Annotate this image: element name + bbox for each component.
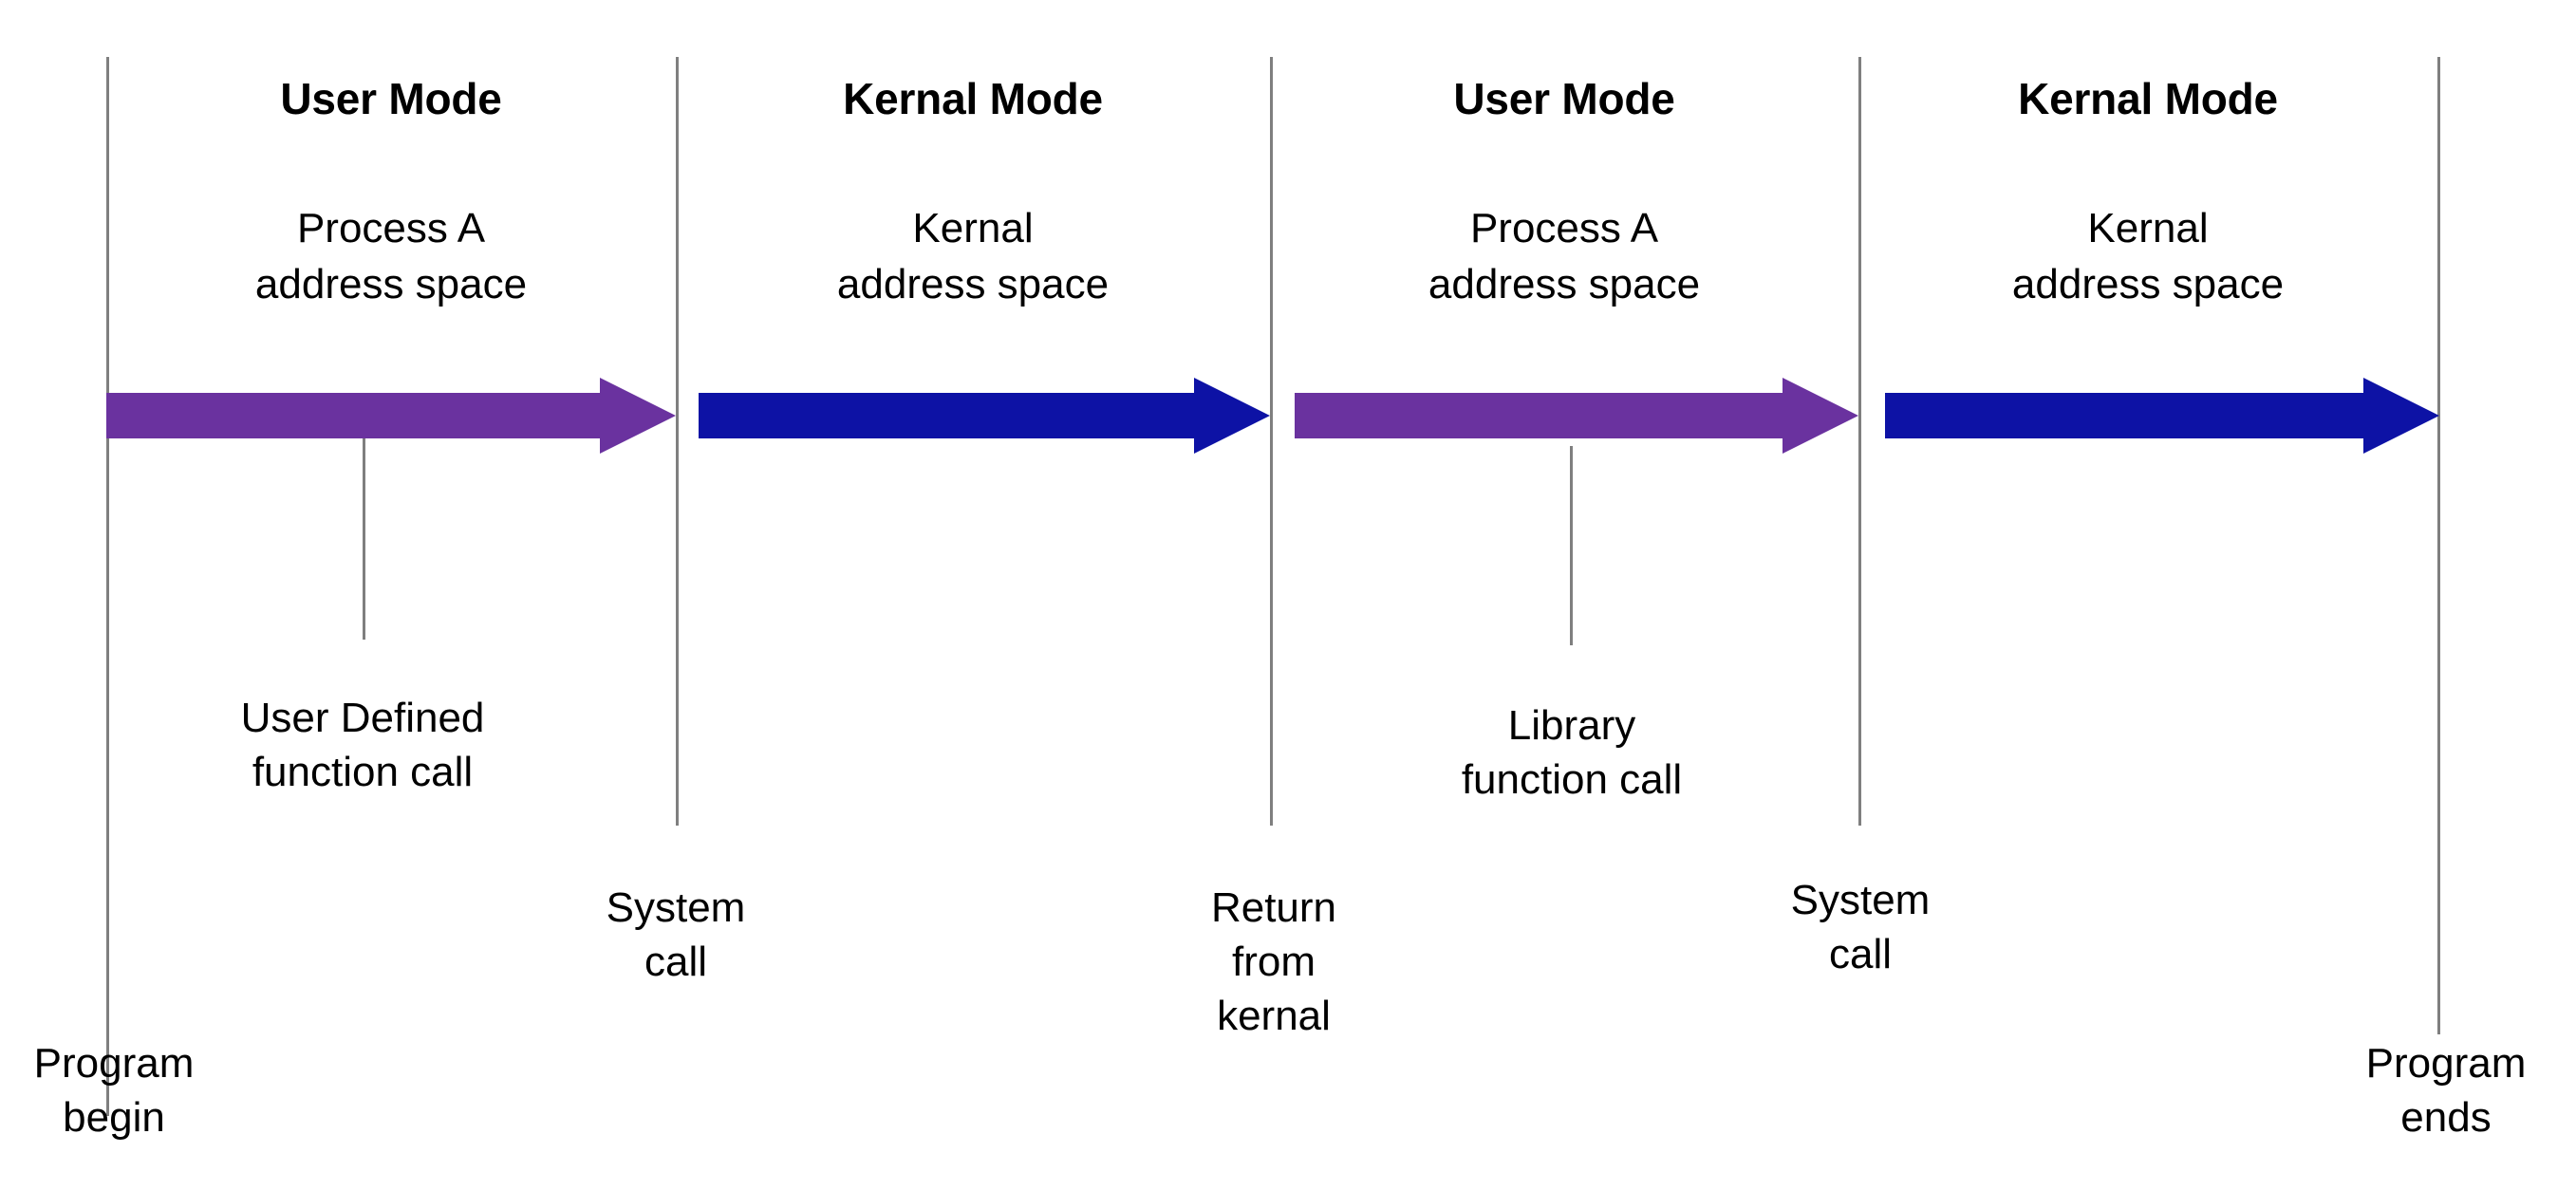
kernal-mode-arrow-1 <box>699 378 1270 454</box>
column-address-space-2: Kernal address space <box>836 205 1110 307</box>
boundary-line-5 <box>2437 57 2440 1034</box>
user-mode-arrow-2 <box>1295 378 1858 454</box>
boundary-line-1 <box>106 57 109 1116</box>
transition-label-return-from-kernal: Return from kernal <box>1210 884 1337 1040</box>
column-title-1: User Mode <box>280 74 502 123</box>
call-tick-user-defined <box>363 438 365 640</box>
kernal-mode-arrow-2 <box>1885 378 2439 454</box>
boundary-line-4 <box>1858 57 1861 826</box>
column-title-3: User Mode <box>1453 74 1675 123</box>
endpoint-program-ends: Program ends <box>2365 1040 2527 1142</box>
transition-label-system-call-2: System call <box>1790 877 1931 978</box>
boundary-line-3 <box>1270 57 1273 826</box>
column-address-space-3: Process A address space <box>1428 205 1701 307</box>
column-address-space-4: Kernal address space <box>2011 205 2285 307</box>
column-address-space-1: Process A address space <box>254 205 528 307</box>
call-note-user-defined: User Defined function call <box>240 695 485 796</box>
call-tick-library <box>1570 446 1573 645</box>
user-mode-arrow-1 <box>106 378 676 454</box>
endpoint-program-begin: Program begin <box>33 1040 195 1142</box>
transition-label-system-call-1: System call <box>606 884 746 986</box>
column-title-2: Kernal Mode <box>843 74 1103 123</box>
call-note-library: Library function call <box>1461 702 1683 804</box>
column-title-4: Kernal Mode <box>2018 74 2278 123</box>
boundary-line-2 <box>676 57 679 826</box>
